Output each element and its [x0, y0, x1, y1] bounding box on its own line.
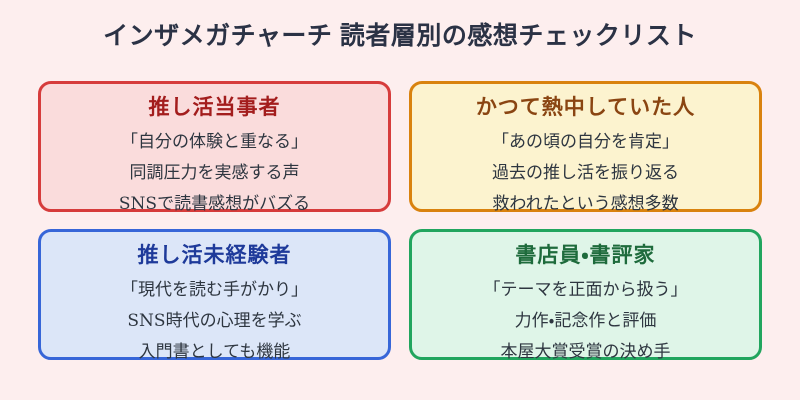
card-booksellers-critics-header: 書店員・書評家 — [515, 244, 656, 267]
card-line: SNS時代の心理を学ぶ — [127, 311, 302, 331]
card-former-fans: かつて熱中していた人 「あの頃の自分を肯定」 過去の推し活を振り返る 救われたと… — [409, 81, 762, 214]
card-booksellers-critics: 書店員・書評家 「テーマを正面から扱う」 力作・記念作と評価 本屋大賞受賞の決め… — [409, 229, 762, 362]
page-title: インザメガチャーチ 読者層別の感想チェックリスト — [103, 22, 697, 50]
card-line: 「自分の体験と重なる」 — [121, 132, 308, 152]
card-current-fans: 推し活当事者 「自分の体験と重なる」 同調圧力を実感する声 SNSで読書感想がバ… — [38, 81, 391, 214]
card-line: 入門書としても機能 — [138, 342, 291, 362]
card-current-fans-header: 推し活当事者 — [148, 96, 281, 119]
card-line: 同調圧力を実感する声 — [129, 163, 300, 183]
card-non-fans: 推し活未経験者 「現代を読む手がかり」 SNS時代の心理を学ぶ 入門書としても機… — [38, 229, 391, 362]
card-current-fans-body: 「自分の体験と重なる」 同調圧力を実感する声 SNSで読書感想がバズる — [41, 127, 388, 220]
card-line: 力作・記念作と評価 — [514, 311, 657, 331]
card-line: 「テーマを正面から扱う」 — [483, 280, 688, 300]
card-booksellers-critics-body: 「テーマを正面から扱う」 力作・記念作と評価 本屋大賞受賞の決め手 — [412, 275, 759, 368]
card-line: 本屋大賞受賞の決め手 — [500, 342, 671, 362]
card-non-fans-header: 推し活未経験者 — [137, 244, 292, 267]
card-line: SNSで読書感想がバズる — [118, 194, 311, 214]
card-line: 「現代を読む手がかり」 — [121, 280, 308, 300]
card-non-fans-body: 「現代を読む手がかり」 SNS時代の心理を学ぶ 入門書としても機能 — [41, 275, 388, 368]
card-line: 過去の推し活を振り返る — [492, 163, 679, 183]
card-former-fans-header: かつて熱中していた人 — [475, 96, 696, 119]
card-line: 「あの頃の自分を肯定」 — [492, 132, 679, 152]
card-grid: 推し活当事者 「自分の体験と重なる」 同調圧力を実感する声 SNSで読書感想がバ… — [38, 81, 762, 362]
card-former-fans-body: 「あの頃の自分を肯定」 過去の推し活を振り返る 救われたという感想多数 — [412, 127, 759, 220]
card-line: 救われたという感想多数 — [492, 194, 679, 214]
